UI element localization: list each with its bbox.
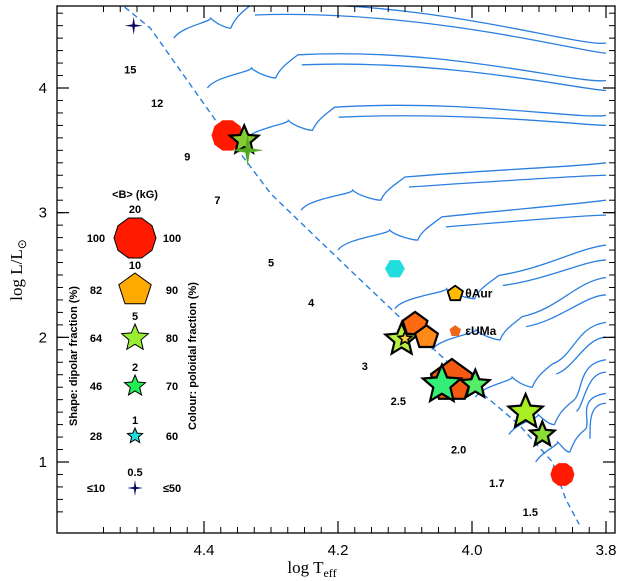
star-marker-12 — [446, 284, 464, 302]
track-2_5 — [431, 276, 607, 351]
star-marker-15 — [527, 418, 558, 448]
legend: <B> (kG) 20 100 100 10 82 90 5 64 80 2 46 70 1 28 60 0.5… — [68, 189, 199, 496]
track-9 — [206, 53, 607, 92]
track-1_5 — [535, 392, 607, 463]
mass-label: 1.7 — [489, 478, 504, 490]
mass-label: 2.0 — [451, 445, 466, 457]
legend-left-value: 46 — [90, 381, 102, 393]
legend-bfield: 10 — [129, 260, 141, 272]
legend-left-value: 28 — [90, 431, 102, 443]
legend-bfield: 1 — [132, 415, 138, 427]
track-5 — [300, 162, 607, 211]
mass-label: 7 — [214, 195, 220, 207]
x-tick-label: 3.8 — [596, 542, 617, 559]
mass-label: 9 — [184, 152, 190, 164]
track-15 — [152, 0, 231, 1]
star-markers: θAur εUMa — [124, 16, 575, 486]
track-2_0 — [474, 321, 607, 398]
y-axis-title: log L/L⊙ — [7, 239, 29, 301]
x-tick-label: 4.4 — [194, 542, 215, 559]
star-marker-0 — [124, 16, 143, 35]
legend-shape-4 — [126, 426, 144, 444]
y-tick-label: 1 — [39, 454, 47, 471]
mass-label: 12 — [151, 98, 163, 110]
legend-right-value: 70 — [166, 381, 178, 393]
star-marker-3 — [231, 134, 264, 167]
legend-shape-2 — [120, 322, 150, 351]
mass-label: 4 — [308, 297, 315, 309]
legend-shape-1 — [118, 272, 152, 305]
mass-label: 1.5 — [523, 507, 538, 519]
legend-left-value: 64 — [90, 333, 103, 345]
star-marker-11 — [458, 366, 493, 400]
x-axis-title-sub: eff — [323, 566, 336, 580]
y-tick-label: 2 — [39, 329, 47, 346]
legend-shape-0 — [113, 217, 157, 259]
legend-shape-5 — [127, 480, 143, 496]
x-axis-title: log Teff — [287, 558, 336, 580]
x-tick-label: 4.0 — [462, 542, 483, 559]
star-marker-8 — [413, 323, 440, 349]
plot-frame — [56, 5, 616, 534]
legend-left-axis-label: Shape: dipolar fraction (%) — [68, 286, 80, 426]
track-3 — [394, 244, 607, 310]
mass-label: 15 — [124, 64, 136, 76]
mass-label: 3 — [362, 361, 368, 373]
legend-right-value: 80 — [166, 333, 178, 345]
legend-left-value: ≤10 — [87, 483, 105, 495]
star-marker-7 — [396, 329, 414, 346]
track-7 — [243, 104, 607, 141]
y-tick-label: 4 — [39, 80, 47, 97]
legend-right-value: 90 — [166, 285, 178, 297]
legend-bfield: 5 — [132, 311, 138, 323]
star-marker-16 — [550, 463, 575, 486]
star-label: θAur — [465, 287, 492, 301]
legend-shape-3 — [123, 373, 147, 396]
star-marker-2 — [227, 122, 262, 155]
legend-right-value: 100 — [163, 233, 181, 245]
zams-path — [122, 6, 580, 525]
track-4 — [337, 199, 607, 251]
mass-label: 2.5 — [391, 396, 406, 408]
legend-bfield: 2 — [132, 362, 138, 374]
evolutionary-tracks — [152, 0, 607, 463]
legend-left-value: 82 — [90, 285, 102, 297]
legend-right-value: 60 — [166, 431, 178, 443]
star-marker-14 — [505, 391, 546, 430]
legend-bfield: 0.5 — [127, 467, 142, 479]
zams-line — [122, 6, 580, 525]
legend-left-value: 100 — [87, 233, 105, 245]
legend-bfield: 20 — [129, 204, 141, 216]
star-label: εUMa — [465, 324, 496, 338]
y-axis-title-sym: ⊙ — [15, 239, 29, 249]
star-marker-1 — [211, 120, 244, 151]
legend-right-value: ≤50 — [163, 483, 181, 495]
track-12 — [173, 6, 607, 54]
legend-title: <B> (kG) — [112, 189, 158, 201]
legend-right-axis-label: Colour: poloidal fraction (%) — [187, 282, 199, 430]
y-tick-label: 3 — [39, 205, 47, 222]
star-marker-10 — [420, 361, 464, 404]
star-marker-13 — [449, 325, 461, 336]
mass-label: 5 — [268, 258, 274, 270]
y-axis-title-main: log L/L — [7, 249, 26, 300]
star-marker-4 — [384, 260, 405, 278]
x-tick-label: 4.2 — [328, 542, 349, 559]
x-axis-title-main: log T — [287, 558, 324, 577]
